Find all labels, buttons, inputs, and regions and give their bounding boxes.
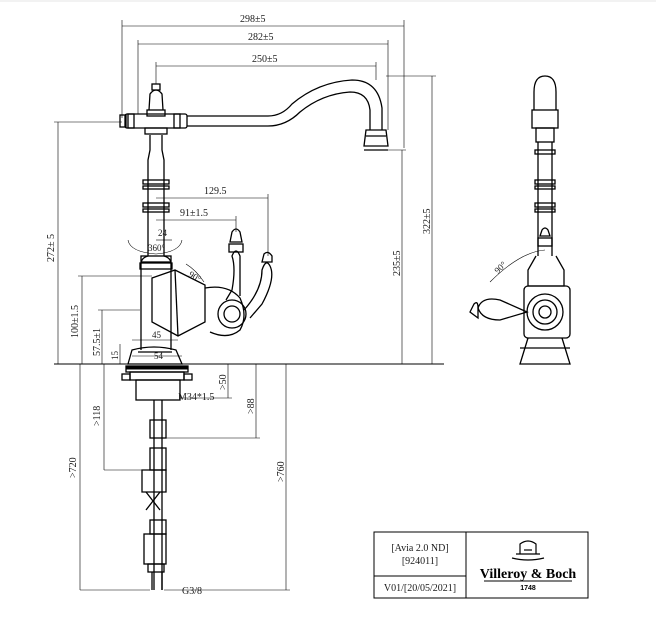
brand-year: 1748 — [520, 585, 536, 592]
faucet-side-view — [469, 75, 571, 365]
dim-base-15: 15 — [110, 351, 120, 361]
dim-connection: G3/8 — [182, 586, 202, 597]
dim-thread: M34*1.5 — [178, 392, 214, 403]
dim-height-outlet: 235±5 — [392, 251, 403, 277]
dim-min-760: >760 — [276, 461, 287, 482]
dim-width-spout-outer: 282±5 — [248, 32, 274, 43]
dim-height-lever: 100±1.5 — [70, 305, 81, 338]
dim-width-spout-inner: 250±5 — [252, 54, 278, 65]
dim-side-angle: 90° — [492, 259, 508, 275]
dim-lever-small: 24 — [158, 228, 168, 238]
title-article: [924011] — [402, 556, 438, 567]
dim-height-top: 322±5 — [422, 209, 433, 235]
dim-lever-offset: 91±1.5 — [180, 208, 208, 219]
dim-height-total: 272± 5 — [46, 234, 57, 262]
dim-width-overall: 298±5 — [240, 14, 266, 25]
brand-logo-icon — [511, 540, 545, 561]
faucet-front-view — [54, 79, 444, 365]
dim-lever-reach: 129.5 — [204, 186, 227, 197]
title-product: [Avia 2.0 ND] — [391, 543, 448, 554]
faucet-underside — [121, 365, 193, 590]
dim-height-base: 57.5±1 — [92, 328, 103, 356]
dim-min-118: >118 — [92, 406, 103, 426]
dim-rotation: 360° — [148, 243, 166, 253]
dim-min-50: >50 — [218, 374, 229, 390]
dim-base-45: 45 — [152, 330, 162, 340]
dim-lever-angle: 90° — [187, 269, 203, 284]
dimension-lines — [54, 20, 436, 591]
title-block: [Avia 2.0 ND] [924011] V01/[20/05/2021] … — [373, 531, 589, 599]
title-version: V01/[20/05/2021] — [384, 583, 456, 594]
dim-base-54: 54 — [154, 351, 164, 361]
dimension-labels: 298±5 282±5 250±5 129.5 91±1.5 24 360° 9… — [46, 14, 433, 597]
brand-name: Villeroy & Boch — [480, 567, 577, 582]
dim-min-720: >720 — [68, 457, 79, 478]
dim-min-88: >88 — [246, 398, 257, 414]
